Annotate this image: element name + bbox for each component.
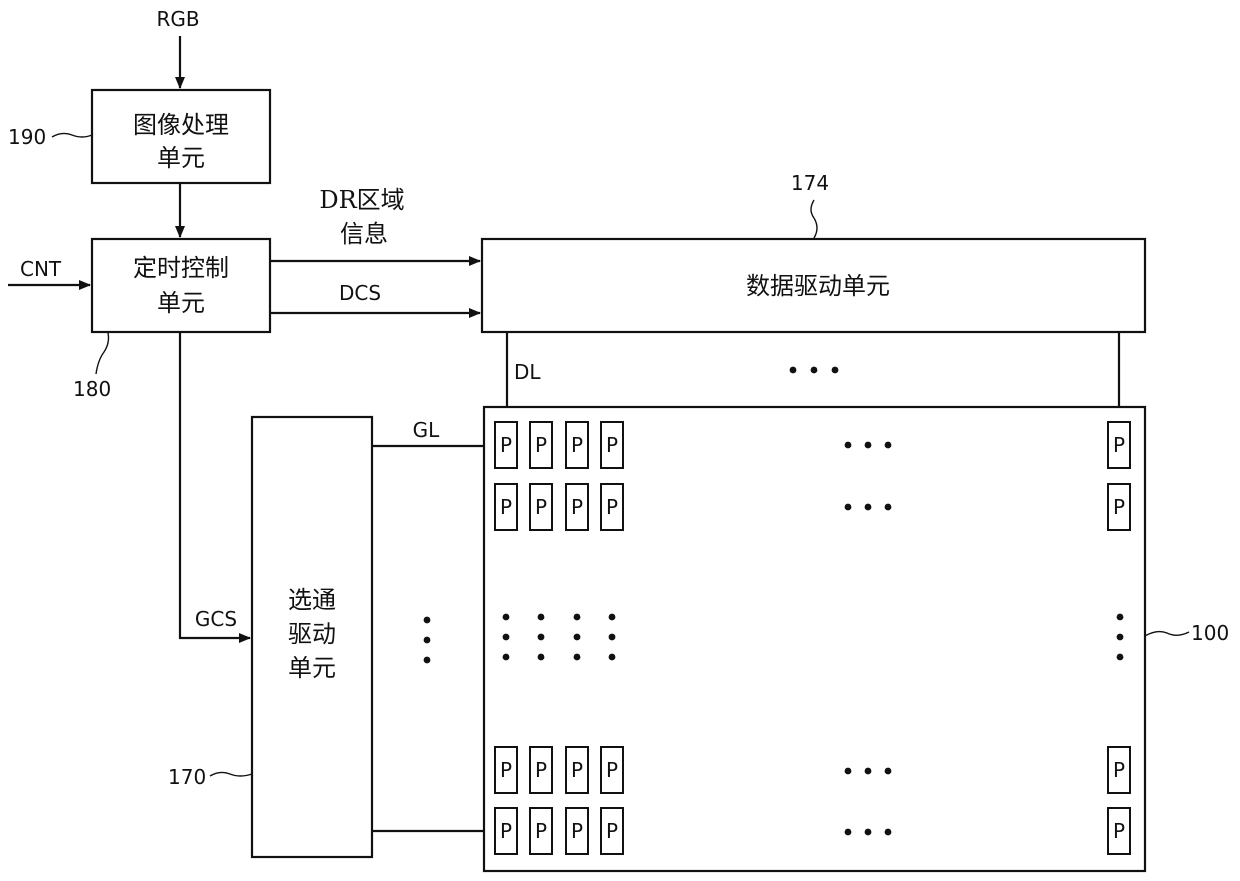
ref-190-leader [52,133,92,137]
pixel-cell-label: P [500,495,512,519]
ref-174: 174 [791,171,829,195]
data-line-ellipsis [790,367,839,374]
ref-180-leader [96,333,109,374]
timing-control-unit-box [92,239,270,332]
gl-signal-label: GL [413,418,440,442]
pixel-cell-label: P [500,819,512,843]
pixel-cell-label: P [571,495,583,519]
display-panel-box [484,407,1145,871]
cnt-signal-label: CNT [20,257,62,281]
data-driver-unit-label: 数据驱动单元 [746,272,890,300]
gcs-signal-label: GCS [195,607,237,631]
pixel-cell-label: P [606,433,618,457]
pixel-cell-label: P [571,758,583,782]
timing-control-unit-label-1: 定时控制 [133,254,229,282]
dr-region-info-label-1: DR区域 [319,186,404,214]
ref-170-leader [210,772,252,776]
ref-100-leader [1145,632,1189,636]
pixel-cell-label: P [606,495,618,519]
pixel-cell-label: P [606,819,618,843]
pixel-cell-label: P [1113,433,1125,457]
rgb-signal-label: RGB [156,7,199,31]
gcs-path [180,332,250,638]
pixel-cell-label: P [500,758,512,782]
ref-180: 180 [73,377,111,401]
pixel-cell-label: P [535,819,547,843]
pixel-cell-label: P [535,758,547,782]
pixel-cell-label: P [571,433,583,457]
gate-line-ellipsis [424,617,431,664]
ref-174-leader [811,200,817,238]
gate-driver-unit-label-1: 选通 [288,586,336,614]
ref-190: 190 [8,125,46,149]
pixel-cell-label: P [535,433,547,457]
pixel-cell-label: P [1113,495,1125,519]
image-processing-unit-label-2: 单元 [157,144,205,172]
timing-control-unit-label-2: 单元 [157,289,205,317]
dr-region-info-label-2: 信息 [340,220,388,248]
pixel-cell-label: P [1113,758,1125,782]
dl-signal-label: DL [514,360,541,384]
image-processing-unit-label-1: 图像处理 [133,111,229,139]
gate-driver-unit-label-3: 单元 [288,654,336,682]
pixel-cell-label: P [1113,819,1125,843]
ref-170: 170 [168,765,206,789]
pixel-cell-label: P [571,819,583,843]
gate-driver-unit-label-2: 驱动 [288,620,336,648]
ref-100: 100 [1191,621,1229,645]
pixel-cell-label: P [606,758,618,782]
dcs-signal-label: DCS [339,281,381,305]
pixel-cell-label: P [535,495,547,519]
pixel-cell-label: P [500,433,512,457]
